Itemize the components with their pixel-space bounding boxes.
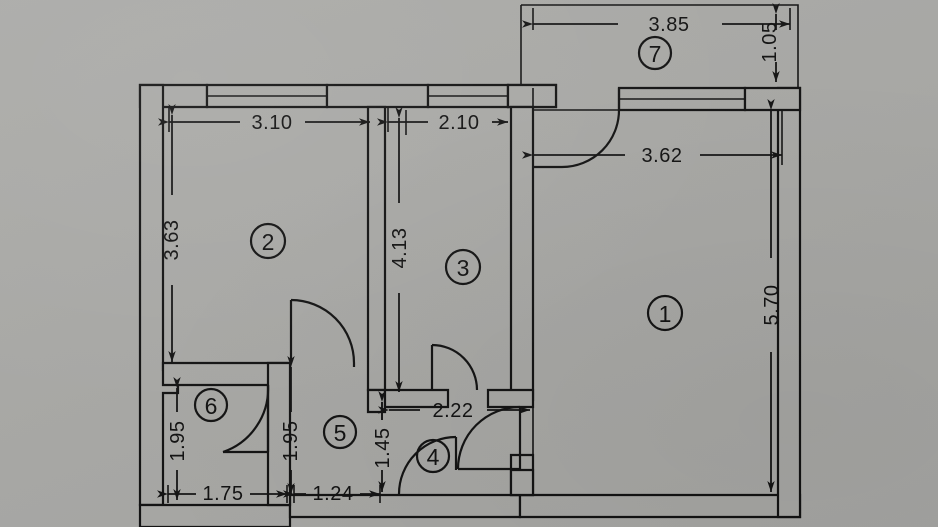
dim-label-4-13: 4.13	[389, 228, 411, 269]
room-number-label: 3	[457, 255, 470, 281]
dim-label-5-70: 5.70	[761, 285, 783, 326]
room-number-label: 1	[659, 301, 672, 327]
room-number-label: 4	[427, 444, 440, 470]
dim-label-1-45: 1.45	[372, 428, 394, 469]
dim-label-1-95-left: 1.95	[167, 421, 189, 462]
wall-bottom-right	[518, 493, 802, 519]
room-number-label: 5	[334, 420, 347, 446]
room-number-4: 4	[415, 438, 451, 474]
room-number-2: 2	[249, 222, 287, 260]
wall-room4-top-right	[486, 388, 535, 409]
wall-bottom-left	[138, 503, 292, 527]
room-number-5: 5	[322, 414, 358, 450]
room-number-circle	[193, 387, 229, 423]
dim-label-3-10: 3.10	[252, 112, 293, 134]
dim-label-3-85: 3.85	[649, 14, 690, 36]
room-number-circle	[415, 438, 451, 474]
room-number-circle	[637, 35, 673, 71]
door-room6	[222, 384, 270, 454]
dim-label-3-63: 3.63	[161, 220, 183, 261]
dim-label-2-10: 2.10	[439, 112, 480, 134]
door-room4-lower	[397, 435, 458, 495]
dimension-lines	[157, 3, 791, 503]
room-number-label: 2	[262, 229, 275, 255]
room-number-circle	[444, 248, 482, 286]
wall-entry-pier	[509, 468, 535, 497]
dimension-labels: 3.85 1.05 3.10 2.10 3.62 3.63 4.13 5.70 …	[161, 14, 783, 505]
room-number-label: 6	[205, 393, 218, 419]
balcony-outline	[520, 4, 799, 88]
door-room2-room5	[289, 298, 356, 367]
room-number-7: 7	[637, 35, 673, 71]
room-number-3: 3	[444, 248, 482, 286]
wall-room3-room1	[509, 105, 535, 402]
wall-top-room1-left-pier	[506, 83, 558, 109]
wall-top-room1-right-pier	[743, 86, 802, 112]
doors-group	[222, 88, 621, 495]
wall-room2-room3	[366, 105, 387, 392]
room-number-6: 6	[193, 387, 229, 423]
dim-label-1-95-mid: 1.95	[280, 421, 302, 462]
door-room4-top	[456, 405, 522, 471]
room-outlines	[163, 88, 619, 470]
dim-label-1-24: 1.24	[313, 483, 354, 505]
room-number-label: 7	[649, 41, 662, 67]
room-number-circle	[646, 294, 684, 332]
room-number-circle	[322, 414, 358, 450]
room-number-circle	[249, 222, 287, 260]
dim-label-1-05: 1.05	[759, 22, 781, 63]
dim-label-2-22: 2.22	[433, 400, 474, 422]
wall-top-pier-mid	[325, 83, 430, 109]
dim-label-3-62: 3.62	[642, 145, 683, 167]
dim-label-1-75: 1.75	[203, 483, 244, 505]
door-room3	[430, 343, 479, 391]
walls-group	[138, 83, 802, 527]
room-number-1: 1	[646, 294, 684, 332]
door-room1-balcony	[533, 88, 621, 169]
wall-room6-right	[266, 361, 292, 507]
